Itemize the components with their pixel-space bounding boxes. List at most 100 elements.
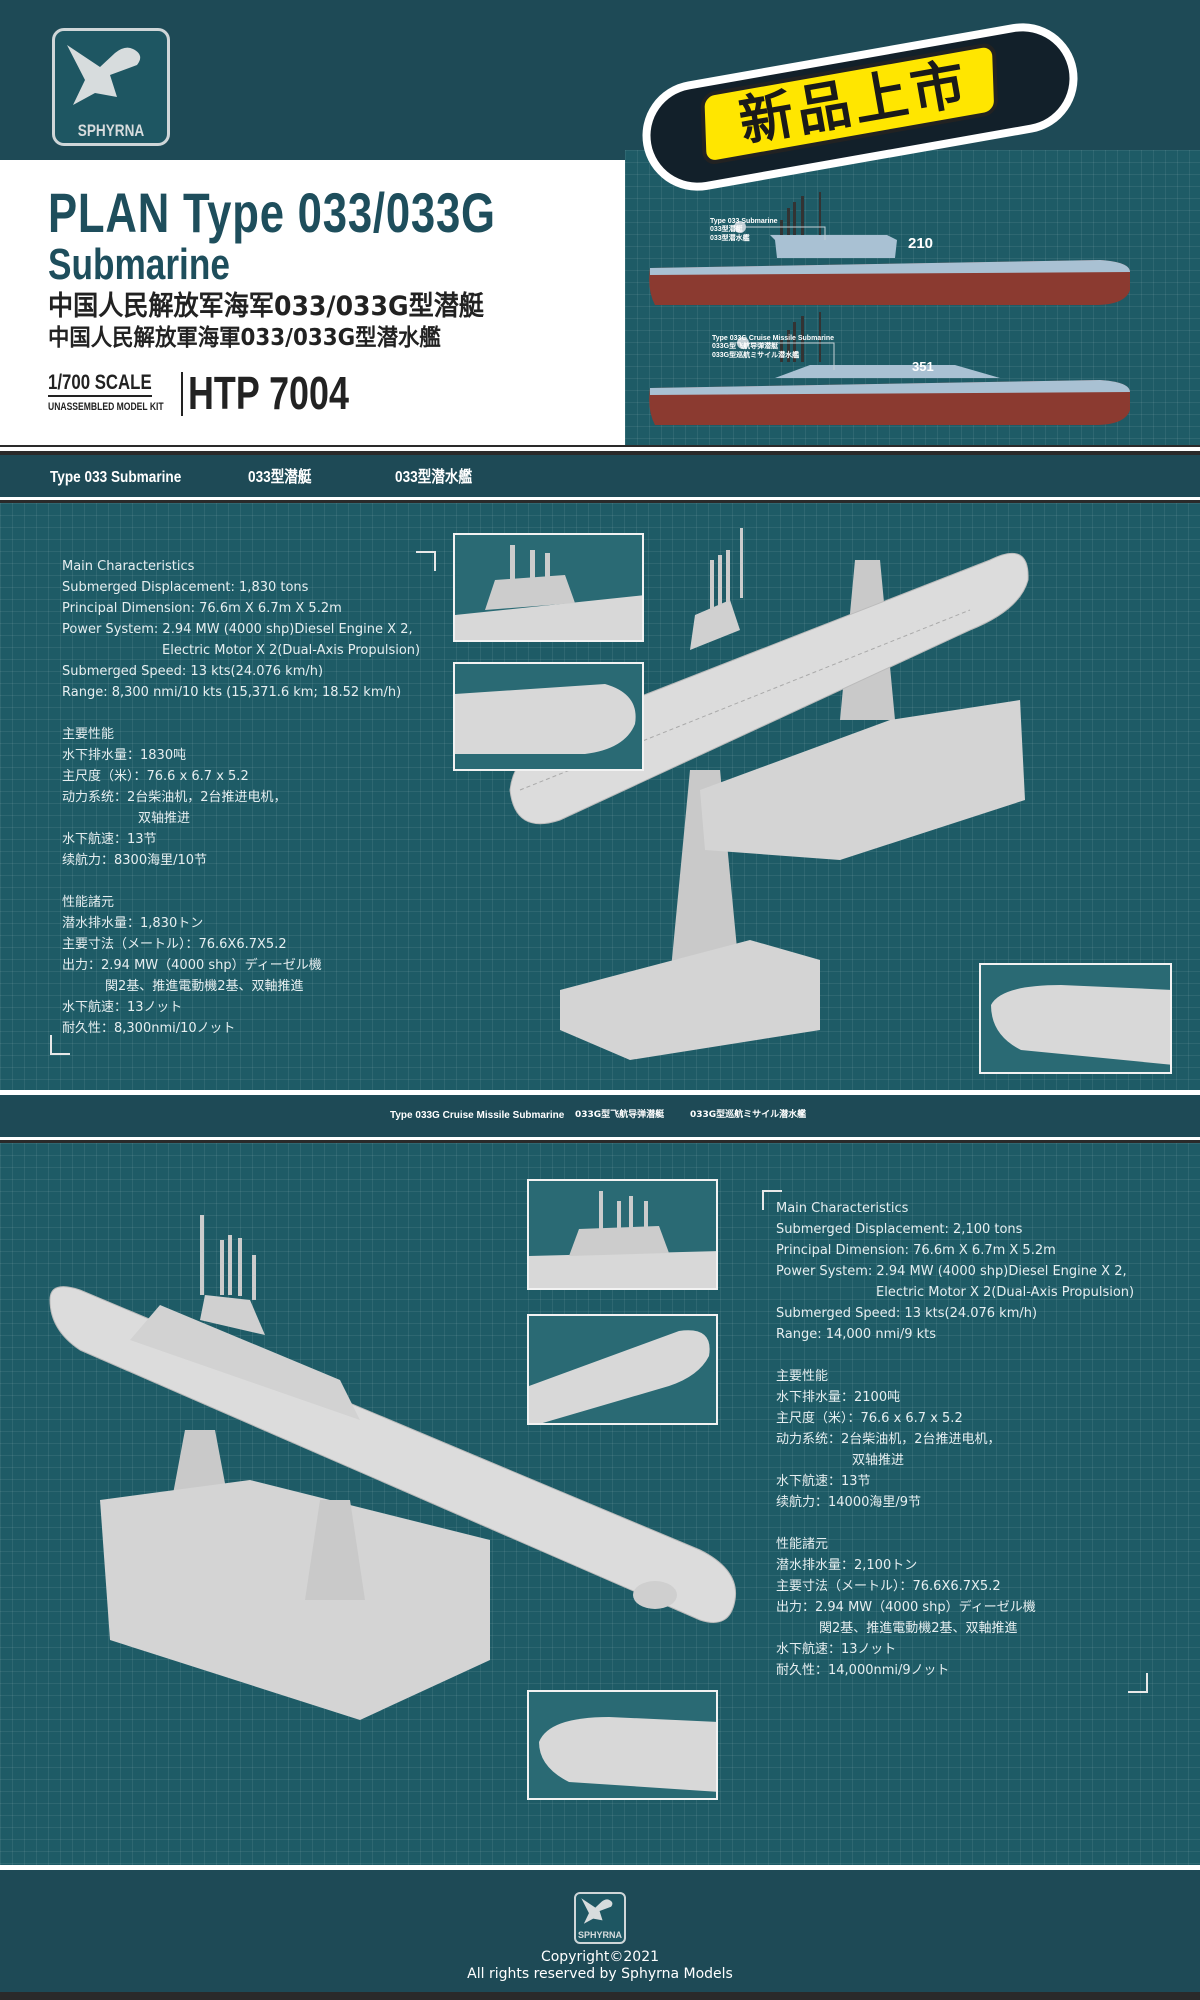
- hull-number-351: 351: [912, 359, 934, 374]
- section-title-jp: 033型潜水艦: [395, 469, 473, 486]
- stern-detail-image: [991, 985, 1170, 1065]
- scale-label: 1/700 SCALE: [48, 372, 152, 397]
- spec-line: 主尺度（米）：76.6 x 6.7 x 5.2: [62, 769, 249, 784]
- spec-line: 动力系统：2台柴油机，2台推进电机，: [776, 1432, 1001, 1447]
- spec-line: Main Characteristics: [776, 1201, 909, 1216]
- spec-line: Submerged Speed: 13 kts(24.076 km/h): [62, 664, 324, 679]
- spec-line: 水下排水量：1830吨: [62, 748, 187, 763]
- divider: [0, 447, 1200, 451]
- spec-line: 动力系统：2台柴油机，2台推进电机，: [62, 790, 287, 805]
- spec-line: 潜水排水量：1,830トン: [62, 916, 204, 931]
- submarine-model-render-033: [509, 528, 1029, 1060]
- footer-logo: SPHYRNA: [574, 1892, 626, 1944]
- frame-corner: [50, 1035, 70, 1055]
- stand-base: [100, 1480, 490, 1720]
- spec-line: 耐久性：8,300nmi/10ノット: [62, 1021, 236, 1036]
- bow-detail-image: [455, 684, 636, 754]
- title-panel: [0, 160, 625, 445]
- spec-line: Submerged Speed: 13 kts(24.076 km/h): [776, 1306, 1038, 1321]
- spec-line: Submerged Displacement: 2,100 tons: [776, 1222, 1023, 1237]
- profile-type-033: [649, 192, 1130, 305]
- spec-line: 水下航速：13节: [62, 832, 157, 847]
- spec-line: Range: 14,000 nmi/9 kts: [776, 1327, 937, 1342]
- detail-photo-bow: [527, 1314, 718, 1425]
- kit-type-label: UNASSEMBLED MODEL KIT: [48, 401, 164, 413]
- spec-line: 出力：2.94 MW（4000 shp）ディーゼル機: [62, 958, 322, 973]
- sail-detail-image: [529, 1191, 716, 1288]
- footer: SPHYRNA Copyright©2021 All rights reserv…: [0, 1870, 1200, 1992]
- frame-corner: [1128, 1673, 1148, 1693]
- stand-post: [305, 1500, 365, 1600]
- side-profiles: [649, 192, 1130, 425]
- spec-line: 主要性能: [776, 1369, 829, 1384]
- title-chinese-simplified: 中国人民解放军海军033/033G型潜艇: [48, 291, 484, 322]
- spec-line: 関2基、推進電動機2基、双軸推進: [105, 979, 304, 994]
- spec-line: 出力：2.94 MW（4000 shp）ディーゼル機: [776, 1600, 1036, 1615]
- spec-line: 主要寸法（メートル）：76.6X6.7X5.2: [62, 937, 287, 952]
- spec-line: 性能諸元: [62, 895, 115, 910]
- spec-gap: [62, 875, 420, 896]
- stern-detail-image: [539, 1717, 716, 1792]
- page-title: PLAN Type 033/033G: [48, 181, 496, 244]
- spec-gap: [62, 707, 420, 728]
- spec-line: 水下排水量：2100吨: [776, 1390, 901, 1405]
- spec-line: 水下航速：13ノット: [776, 1642, 897, 1657]
- brand-logo: SPHYRNA: [52, 28, 170, 146]
- divider: [0, 1865, 1200, 1870]
- sail: [690, 600, 740, 650]
- spec-line: Power System: 2.94 MW (4000 shp)Diesel E…: [776, 1264, 1127, 1279]
- spec-line: 関2基、推進電動機2基、双軸推進: [819, 1621, 1018, 1636]
- detail-photo-stern: [527, 1690, 718, 1800]
- spec-line: Principal Dimension: 76.6m X 6.7m X 5.2m: [62, 601, 342, 616]
- divider: [181, 372, 183, 416]
- spec-line: Main Characteristics: [62, 559, 195, 574]
- logo-text: SPHYRNA: [77, 121, 145, 140]
- detail-photo-bow: [453, 662, 644, 771]
- page-title-line2: Submarine: [48, 240, 230, 289]
- stand-base: [700, 700, 1025, 860]
- section-title-cn: 033G型飞航导弹潜艇: [575, 1110, 665, 1120]
- spec-line: Power System: 2.94 MW (4000 shp)Diesel E…: [62, 622, 413, 637]
- hammerhead-shark-icon: [67, 45, 141, 105]
- spec-line: 性能諸元: [776, 1537, 829, 1552]
- section-title-en: Type 033 Submarine: [50, 469, 182, 486]
- spec-line: 主尺度（米）：76.6 x 6.7 x 5.2: [776, 1411, 963, 1426]
- frame-corner: [416, 551, 436, 571]
- spec-line: Principal Dimension: 76.6m X 6.7m X 5.2m: [776, 1243, 1056, 1258]
- detail-photo-sail: [527, 1179, 718, 1290]
- spec-line: Submerged Displacement: 1,830 tons: [62, 580, 309, 595]
- copyright-text: Copyright©2021: [540, 1949, 660, 1965]
- sail: [200, 1295, 265, 1335]
- product-code: HTP 7004: [188, 367, 349, 419]
- frame-corner: [762, 1190, 782, 1210]
- spec-line: 双轴推进: [138, 811, 191, 826]
- sail-detail-image: [455, 545, 642, 640]
- spec-line: 续航力：8300海里/10节: [62, 853, 208, 868]
- hammerhead-shark-icon: [581, 1898, 613, 1924]
- spec-line: Electric Motor X 2(Dual-Axis Propulsion): [162, 643, 421, 658]
- spec-gap: [776, 1517, 1134, 1538]
- bow-detail-image: [529, 1330, 710, 1423]
- spec-line: Range: 8,300 nmi/10 kts (15,371.6 km; 18…: [62, 685, 402, 700]
- spec-line: 双轴推进: [852, 1453, 905, 1468]
- spec-line: 潜水排水量：2,100トン: [776, 1558, 918, 1573]
- section-bar-033: Type 033 Submarine 033型潜艇 033型潜水艦: [0, 455, 1200, 500]
- spec-line: 主要性能: [62, 727, 115, 742]
- spec-line: 水下航速：13ノット: [62, 1000, 183, 1015]
- submarine-model-render-033g: [49, 1215, 737, 1720]
- logo-text: SPHYRNA: [577, 1930, 622, 1940]
- spec-line: Electric Motor X 2(Dual-Axis Propulsion): [876, 1285, 1135, 1300]
- hull-number-210: 210: [908, 235, 934, 252]
- section-title-cn: 033型潜艇: [248, 469, 312, 486]
- spec-line: 续航力：14000海里/9节: [776, 1495, 922, 1510]
- spec-line: 主要寸法（メートル）：76.6X6.7X5.2: [776, 1579, 1001, 1594]
- stand-base: [560, 940, 820, 1060]
- detail-photo-stern: [979, 963, 1172, 1074]
- spec-line: 耐久性：14,000nmi/9ノット: [776, 1663, 950, 1678]
- divider: [0, 1090, 1200, 1095]
- detail-photo-sail: [453, 533, 644, 642]
